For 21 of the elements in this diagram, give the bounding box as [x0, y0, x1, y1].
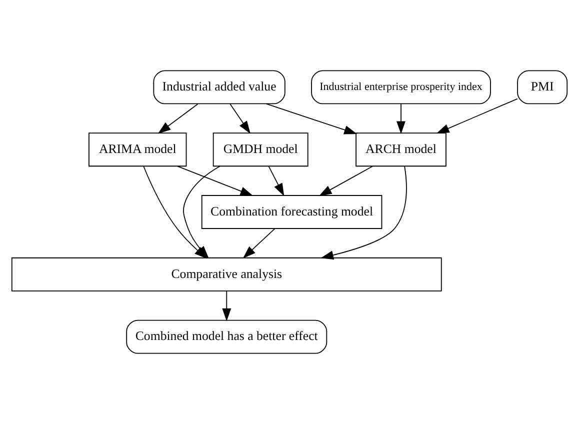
arrow [230, 103, 250, 134]
node-box: Industrial added value [153, 70, 286, 104]
node-box: ARCH model [356, 132, 446, 166]
arrow [177, 165, 254, 196]
node-box: ARIMA model [88, 132, 187, 166]
arrow [436, 98, 518, 134]
node-box: GMDH model [212, 132, 308, 166]
node-box: Comparative analysis [11, 256, 442, 291]
arrow [268, 165, 284, 196]
arrow [266, 102, 358, 134]
arrow [242, 228, 276, 258]
arrow [222, 290, 232, 321]
arrow [320, 165, 407, 260]
node-box: PMI [517, 70, 568, 104]
node-box: Industrial enterprise prosperity index [311, 70, 491, 104]
node-box: Combined model has a better effect [126, 319, 328, 354]
arrow [396, 103, 406, 134]
node-box: Combination forecasting model [201, 194, 382, 228]
arrow [143, 165, 208, 258]
arrow [318, 165, 374, 196]
arrow [158, 103, 198, 134]
